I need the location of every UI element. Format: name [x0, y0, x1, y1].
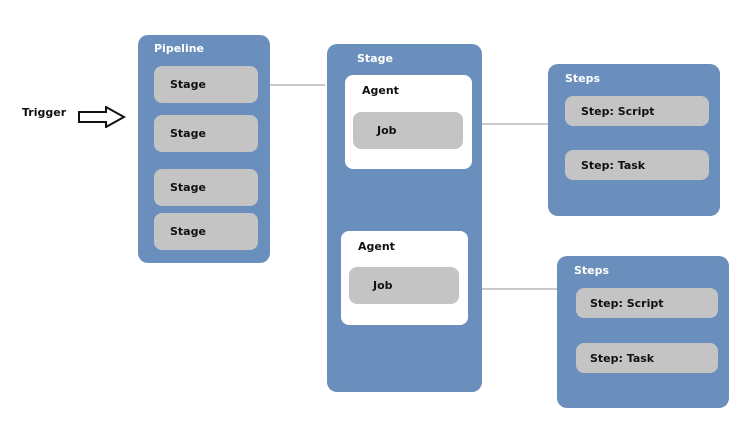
pipeline-title: Pipeline [154, 42, 204, 55]
steps-panel-2: Steps Step: Script Step: Task [557, 256, 729, 408]
agent-box-2: Agent Job [341, 231, 468, 325]
stage-title: Stage [357, 52, 393, 65]
agent-title-1: Agent [362, 84, 399, 97]
job-2[interactable]: Job [349, 267, 459, 304]
arrow-right-icon [78, 106, 126, 128]
pipeline-stage-3[interactable]: Stage [154, 169, 258, 206]
trigger-label: Trigger [22, 106, 67, 119]
pipeline-stage-1[interactable]: Stage [154, 66, 258, 103]
step-script-2[interactable]: Step: Script [576, 288, 718, 318]
pipeline-panel: Pipeline Stage Stage Stage Stage [138, 35, 270, 263]
agent-title-2: Agent [358, 240, 395, 253]
agent-box-1: Agent Job [345, 75, 472, 169]
step-task-2[interactable]: Step: Task [576, 343, 718, 373]
step-task-1[interactable]: Step: Task [565, 150, 709, 180]
pipeline-stage-2[interactable]: Stage [154, 115, 258, 152]
steps-title-2: Steps [574, 264, 610, 277]
stage-panel: Stage Agent Job Agent Job [327, 44, 482, 392]
steps-title-1: Steps [565, 72, 601, 85]
pipeline-stage-4[interactable]: Stage [154, 213, 258, 250]
steps-panel-1: Steps Step: Script Step: Task [548, 64, 720, 216]
step-script-1[interactable]: Step: Script [565, 96, 709, 126]
job-1[interactable]: Job [353, 112, 463, 149]
